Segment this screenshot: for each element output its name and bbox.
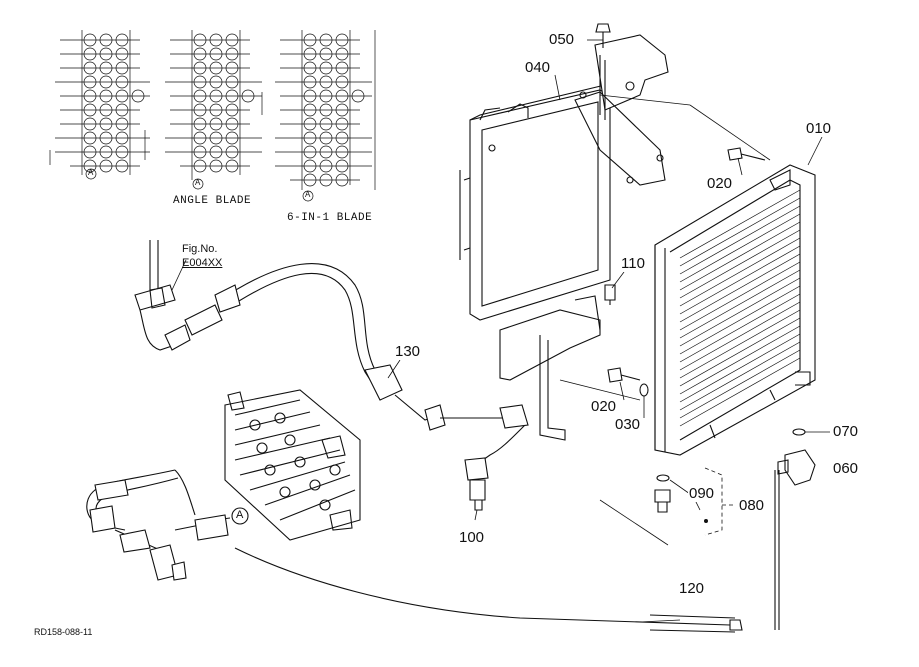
bolt-020-lower [607, 367, 641, 383]
callout-020-upper: 020 [706, 175, 734, 192]
bolt-020-upper [727, 147, 766, 161]
callout-110: 110 [620, 255, 646, 272]
valve-schematic-standard [49, 30, 150, 180]
group-bracket-080 [704, 467, 723, 536]
callout-040: 040 [524, 59, 552, 76]
marker-a-valve: A [236, 509, 244, 521]
plug-dot [704, 519, 708, 523]
callout-010: 010 [805, 120, 833, 137]
callout-120: 120 [678, 580, 706, 597]
callout-070: 070 [832, 423, 860, 440]
callout-100: 100 [458, 529, 486, 546]
marker-a-2: A [195, 178, 201, 187]
callout-030: 030 [614, 416, 642, 433]
callout-060: 060 [832, 460, 860, 477]
pipe-assembly-100 [440, 404, 529, 511]
callout-020-lower: 020 [590, 398, 618, 415]
figure-ref-label: Fig.No. [182, 243, 218, 255]
oil-cooler-core [654, 164, 816, 456]
pipe-120 [234, 470, 780, 633]
reference-marker-circle [231, 507, 249, 525]
callout-080: 080 [738, 497, 766, 514]
hose-lower-left [86, 469, 231, 581]
valve-schematic-six-in-one-blade [275, 30, 376, 202]
drain-plug-080 [654, 489, 671, 513]
caption-six-in-one-blade: 6-IN-1 BLADE [287, 212, 373, 224]
drawing-code: RD158-088-11 [34, 627, 93, 637]
hose-130 [219, 263, 446, 431]
control-valve-block [224, 389, 361, 541]
caption-angle-blade: ANGLE BLADE [173, 195, 252, 207]
fitting-110 [604, 284, 616, 305]
o-ring-070 [792, 428, 806, 436]
marker-a-3: A [305, 190, 311, 199]
oil-cooler-frame [459, 84, 611, 321]
elbow-fitting-060 [777, 449, 816, 486]
o-ring-090 [656, 474, 670, 482]
leader-lines [171, 39, 830, 623]
marker-a-1: A [88, 168, 94, 177]
lower-mount-bracket [499, 295, 601, 441]
valve-schematic-angle-blade [165, 30, 263, 190]
washer-030 [639, 383, 649, 397]
hose-connection-left [134, 240, 241, 351]
callout-130: 130 [394, 343, 422, 360]
upper-bracket [574, 34, 669, 186]
callout-090: 090 [688, 485, 716, 502]
callout-050: 050 [548, 31, 576, 48]
clamp-fig-e004xx [149, 287, 166, 309]
figure-ref-number: E004XX [182, 257, 223, 269]
